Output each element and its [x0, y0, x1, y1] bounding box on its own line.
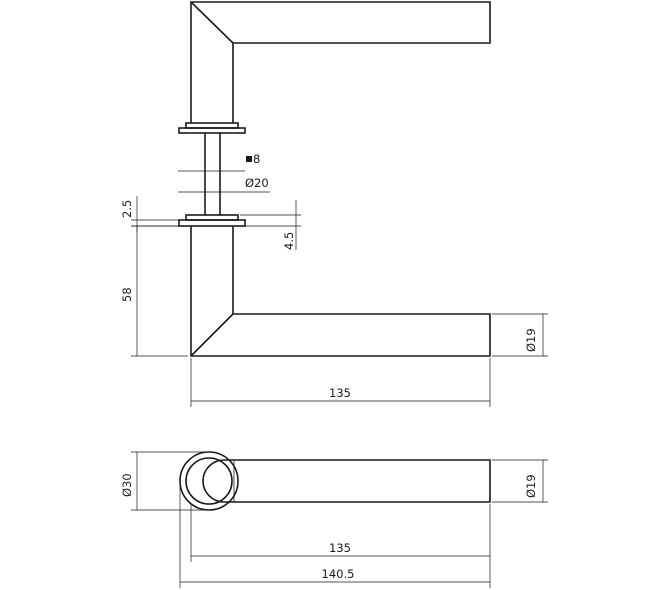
spindle [204, 133, 221, 215]
dimension-handle-length-side: 135 [190, 358, 491, 407]
dimension-square-spindle: 8 [178, 152, 260, 172]
top-view: Ø30 Ø19 135 140.5 [120, 451, 548, 588]
upper-rose [178, 122, 246, 134]
dim-label-140-5: 140.5 [322, 567, 355, 581]
dimension-rose-offset: 4.5 [240, 200, 301, 250]
dim-label-d20: Ø20 [245, 176, 269, 190]
dim-label-135-side: 135 [329, 386, 351, 400]
dimension-overall-length-top: 140.5 [179, 483, 490, 588]
upper-lever [190, 1, 491, 123]
dim-label-135-top: 135 [329, 541, 351, 555]
dim-label-58: 58 [120, 287, 134, 302]
rose-top [179, 451, 239, 511]
dimension-handle-diameter-side: Ø19 [492, 313, 548, 357]
lower-rose [178, 214, 246, 227]
dim-label-square: 8 [253, 152, 260, 166]
dimension-handle-diameter-top: Ø19 [492, 459, 548, 503]
dimension-rose-thickness: 2.5 [120, 196, 182, 232]
dimension-rose-diameter-small: Ø20 [178, 176, 270, 193]
dimension-rose-diameter-top: Ø30 [120, 451, 205, 511]
handle-top [202, 459, 491, 503]
lower-lever [190, 226, 491, 357]
dim-label-d19-side: Ø19 [524, 328, 538, 352]
dim-label-d19-top: Ø19 [524, 474, 538, 498]
dimension-handle-height: 58 [120, 225, 188, 357]
dimension-handle-length-top: 135 [190, 504, 491, 588]
dim-label-d30: Ø30 [120, 473, 134, 497]
dim-label-2-5: 2.5 [120, 200, 134, 218]
dim-label-4-5: 4.5 [282, 232, 296, 250]
square-symbol-icon [246, 156, 252, 162]
side-view: 8 Ø20 2.5 4.5 58 [120, 1, 548, 407]
